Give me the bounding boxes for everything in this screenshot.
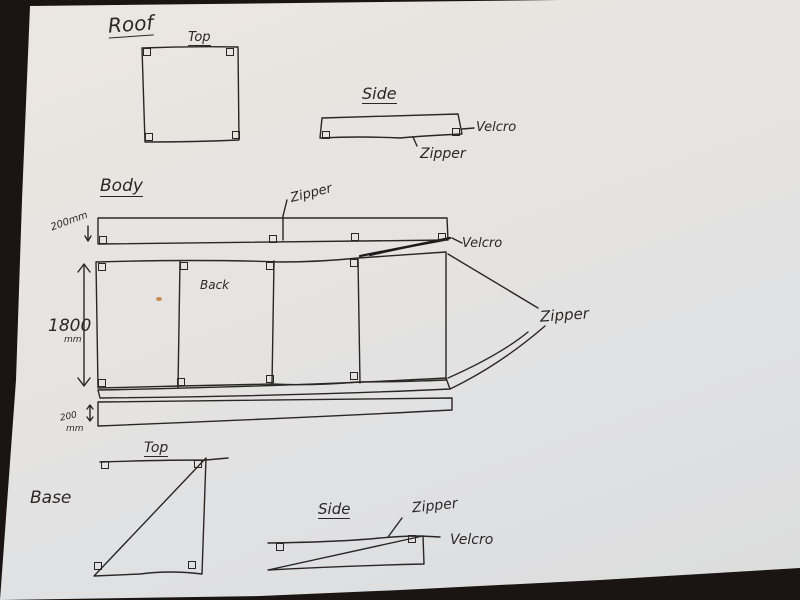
velcro-tab <box>226 48 234 56</box>
velcro-tab <box>452 128 460 136</box>
velcro-tab <box>99 236 107 244</box>
base-velcro-label: Velcro <box>450 532 494 548</box>
roof-zipper-pointer <box>412 136 418 147</box>
zipper-pointer-upper <box>447 253 539 309</box>
velcro-tab <box>351 233 359 241</box>
body-zipper-right-label: Zipper <box>539 304 590 326</box>
body-bottom-strip <box>97 397 453 427</box>
velcro-tab <box>438 233 446 241</box>
base-zipper-pointer <box>387 517 403 538</box>
body-panel-height-value: 1800 <box>48 316 92 336</box>
roof-title: Roof <box>107 10 155 39</box>
roof-side-rect <box>319 113 463 139</box>
roof-velcro-label: Velcro <box>476 120 517 135</box>
base-top-label: Top <box>144 440 169 457</box>
body-panel-height-unit: mm <box>64 335 82 345</box>
base-side-rect <box>267 535 441 571</box>
velcro-tab <box>408 535 416 543</box>
velcro-tab <box>101 461 109 469</box>
paper-stain <box>156 297 162 301</box>
roof-side-label: Side <box>362 84 397 104</box>
velcro-tab <box>350 259 358 267</box>
base-side-label: Side <box>318 500 351 519</box>
velcro-tab <box>180 262 188 270</box>
body-bottom-strip-unit: mm <box>66 424 84 434</box>
velcro-tab <box>322 131 330 139</box>
roof-zipper-label: Zipper <box>420 146 466 162</box>
body-top-strip <box>97 217 449 245</box>
body-back-label: Back <box>200 278 230 292</box>
body-title: Body <box>100 176 143 197</box>
velcro-tab <box>276 543 284 551</box>
velcro-tab <box>98 379 106 387</box>
velcro-tab <box>177 378 185 386</box>
velcro-tab <box>350 372 358 380</box>
body-velcro-label: Velcro <box>462 236 503 251</box>
velcro-tab <box>143 48 151 56</box>
velcro-tab <box>188 561 196 569</box>
velcro-pointer <box>451 237 463 244</box>
base-title: Base <box>30 488 72 508</box>
velcro-tab <box>94 562 102 570</box>
roof-top-label: Top <box>188 30 211 46</box>
roof-velcro-pointer <box>461 127 475 130</box>
velcro-tab <box>194 460 202 468</box>
velcro-tab <box>266 262 274 270</box>
roof-top-square <box>141 45 240 143</box>
velcro-tab <box>145 133 153 141</box>
velcro-tab <box>269 235 277 243</box>
body-zipper-pointer <box>282 199 288 217</box>
velcro-tab <box>266 375 274 383</box>
velcro-tab <box>232 131 240 139</box>
velcro-tab <box>98 263 106 271</box>
zipper-pointer-lower <box>447 331 529 379</box>
body-panels <box>95 251 447 389</box>
base-top-square <box>93 457 229 577</box>
